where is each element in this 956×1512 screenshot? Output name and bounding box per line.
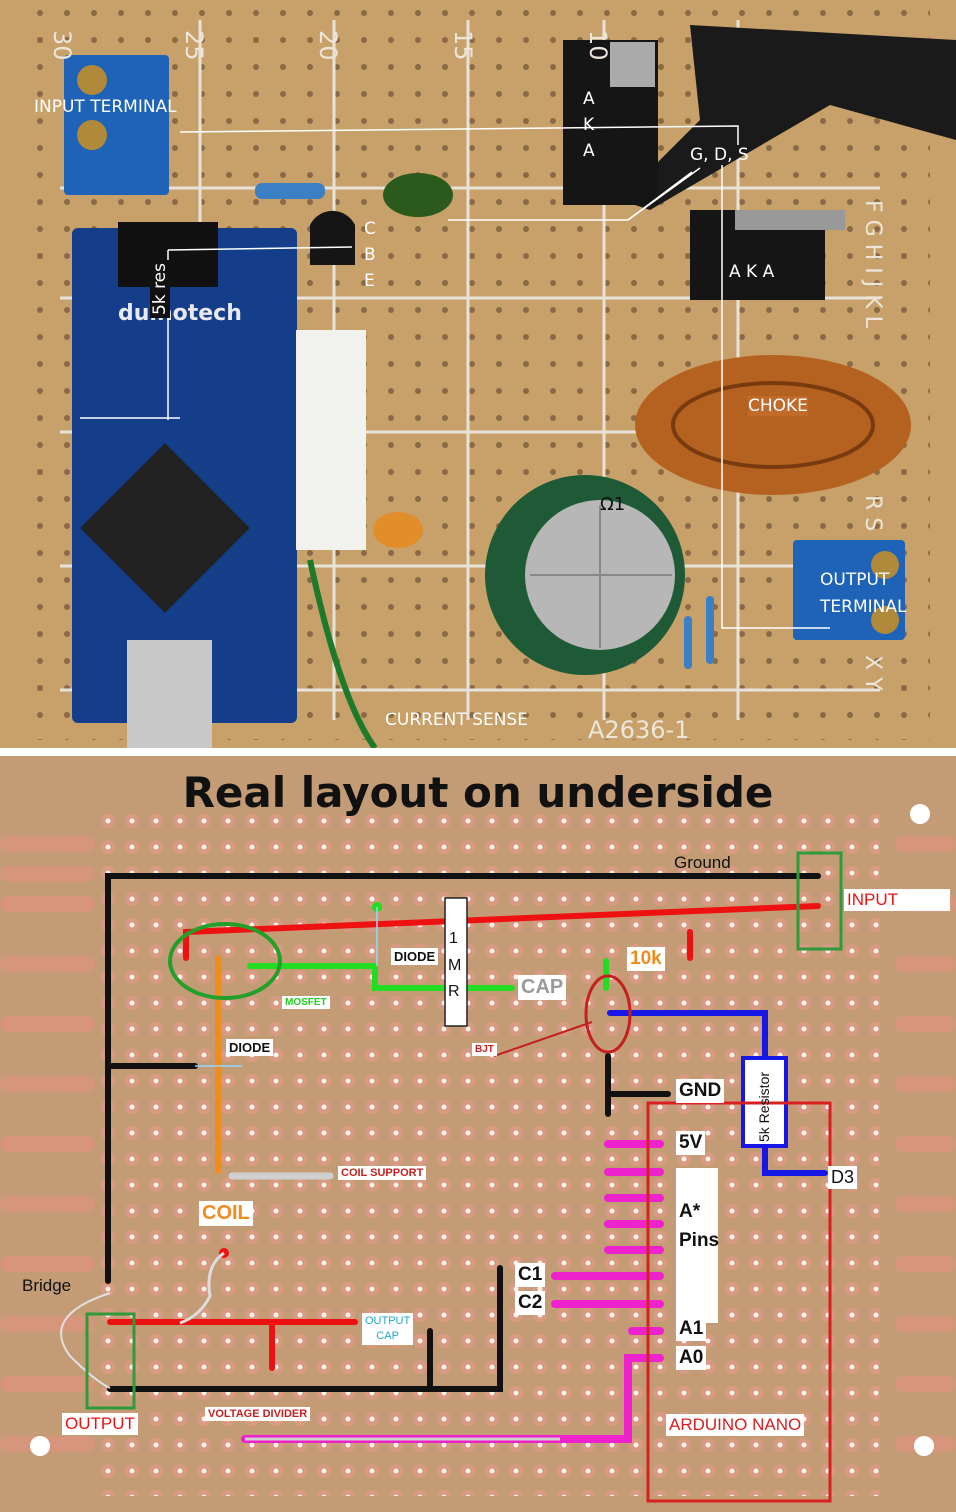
label-voltage-divider: VOLTAGE DIVIDER [205, 1407, 311, 1421]
diode-tab-top [610, 42, 655, 87]
output-screw-2 [871, 606, 899, 634]
label-output: OUTPUT [62, 1413, 138, 1435]
label-1mr-1: 1 [449, 930, 458, 947]
edge-strips [0, 836, 956, 1452]
underside-illustration [0, 756, 956, 1512]
label-mosfet: MOSFET [282, 996, 330, 1009]
input-screw-2 [77, 120, 107, 150]
mosfet-tab [735, 210, 845, 230]
label-coil: COIL [199, 1201, 253, 1226]
label-5v: 5V [676, 1131, 706, 1155]
label-bjt-c: C [364, 219, 376, 239]
label-cap: CAP [518, 975, 567, 1000]
signal-traces [607, 1010, 828, 1176]
current-sense-wire [307, 559, 378, 748]
label-a-star: A* [679, 1201, 701, 1222]
usb-connector [127, 640, 212, 748]
letters-f-l: F G H I J K L [860, 200, 885, 329]
coil-wire [179, 1251, 225, 1325]
label-output-terminal-1: OUTPUT [820, 570, 890, 590]
label-pins: Pins [679, 1230, 720, 1251]
arduino-nano-outline [646, 1101, 832, 1503]
label-1mr-r: R [448, 983, 460, 1000]
input-terminal-outline [796, 851, 843, 951]
label-aka-top-k: K [583, 115, 595, 135]
label-aka-top-a2: A [583, 141, 595, 161]
label-choke: CHOKE [748, 396, 808, 416]
label-input: INPUT [844, 889, 950, 911]
label-a0: A0 [676, 1346, 707, 1370]
label-bjt: BJT [472, 1043, 497, 1056]
mount-hole-br [914, 1436, 934, 1456]
label-c2: C2 [515, 1291, 546, 1315]
output-terminal-outline [85, 1312, 136, 1410]
board-code: A2636-1 [588, 716, 689, 744]
bridge-wire [60, 1292, 111, 1389]
bjt-pointer [493, 1021, 593, 1057]
label-c1: C1 [515, 1263, 546, 1287]
label-diode-top: DIODE [391, 948, 439, 965]
label-gds: G, D, S [690, 145, 749, 165]
row-number-10: 10 [584, 30, 612, 61]
green-capacitor [383, 173, 453, 217]
label-diode-left: DIODE [226, 1039, 274, 1056]
label-output-terminal-2: TERMINAL [820, 597, 907, 617]
label-10k: 10k [627, 947, 665, 971]
label-5k-res: 5k res [150, 260, 170, 318]
resistor-1m [255, 183, 325, 199]
top-board-illustration: duinotech Ω1 [0, 0, 956, 748]
label-1mr-m: M [448, 957, 462, 974]
supply-traces [107, 903, 821, 1371]
underside-layout-diagram: Real layout on underside Ground INPUT DI… [0, 756, 956, 1512]
label-arduino-nano: ARDUINO NANO [666, 1414, 805, 1436]
label-bjt-e: E [364, 271, 375, 291]
orange-capacitor [373, 512, 423, 548]
mount-hole-tr [910, 804, 930, 824]
mosfet-outline [168, 922, 282, 1000]
label-a1: A1 [676, 1317, 707, 1341]
label-ground: Ground [674, 853, 731, 872]
input-screw-1 [77, 65, 107, 95]
bjt-outline [584, 974, 632, 1054]
right-edge-letters: F G H I J K L R S X Y [860, 200, 885, 691]
top-board-photo: duinotech Ω1 [0, 0, 956, 748]
label-aka-top-a1: A [583, 89, 595, 109]
resistor-1m-box [444, 897, 468, 1027]
heatsink [620, 25, 956, 210]
label-current-sense: CURRENT SENSE [385, 710, 528, 730]
mount-hole-bl [30, 1436, 50, 1456]
label-input-terminal: INPUT TERMINAL [34, 97, 177, 117]
white-connector [296, 330, 366, 550]
nano-brand-text: duinotech [118, 301, 242, 326]
ground-traces [105, 873, 821, 1392]
label-bjt-b: B [364, 245, 376, 265]
row-number-30: 30 [48, 30, 76, 61]
capacitor-print: Ω1 [600, 494, 625, 515]
label-aka-right: A K A [729, 262, 775, 282]
choke-coil [635, 355, 911, 495]
panel-separator [0, 748, 956, 756]
row-number-25: 25 [180, 30, 208, 61]
label-5k-resistor: 5k Resistor [756, 1071, 772, 1142]
row-number-20: 20 [314, 30, 342, 61]
label-d3: D3 [828, 1166, 858, 1189]
label-coil-support: COIL SUPPORT [338, 1166, 427, 1180]
letters-x-y: X Y [860, 655, 885, 691]
gate-traces [247, 958, 609, 991]
label-bridge: Bridge [22, 1276, 72, 1295]
letters-r-s: R S [860, 495, 885, 531]
output-screw-1 [871, 551, 899, 579]
row-number-15: 15 [449, 30, 477, 61]
a-pins-box [676, 1168, 718, 1323]
label-gnd: GND [676, 1079, 725, 1103]
diagram-title: Real layout on underside [182, 768, 774, 817]
bjt-package [310, 210, 355, 265]
row-numbers: 30 25 20 15 10 [48, 30, 612, 61]
